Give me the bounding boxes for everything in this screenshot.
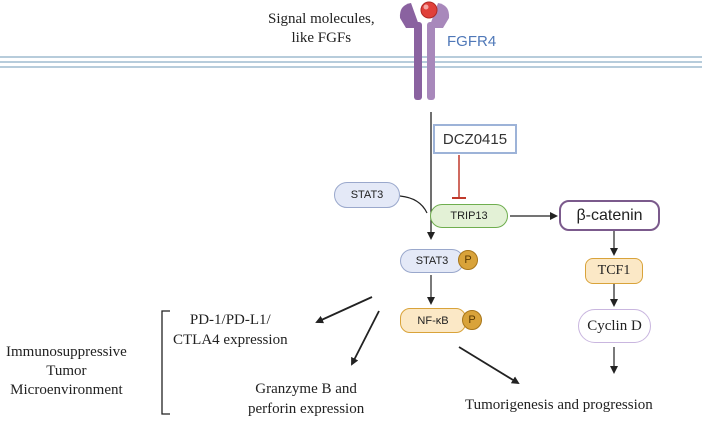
stat3-phospho-label: STAT3 [415,255,449,267]
tme-bracket [161,310,170,415]
nfkb-to-tumor-arrow [458,346,520,385]
tcf1-node: TCF1 [585,258,643,284]
nfkb-label: NF-κB [417,314,449,327]
nfkb-node: NF-κB [400,308,466,333]
trip13-label: TRIP13 [450,210,488,222]
dcz0415-label: DCZ0415 [442,130,508,148]
checkpoint-expression-label: PD-1/PD-L1/ CTLA4 expression [173,312,288,348]
tumorigenesis-label: Tumorigenesis and progression [465,397,653,413]
stat3p-to-checkpoint-arrow [315,296,373,324]
fgfr4-label: FGFR4 [447,33,497,50]
beta-catenin-label: β-catenin [576,206,643,224]
cyclin-d-node: Cyclin D [578,309,651,343]
trip13-node: TRIP13 [430,204,508,228]
stat3-label: STAT3 [350,189,384,201]
ligand-icon [420,1,438,19]
tcf1-label: TCF1 [597,263,631,278]
phospho-badge-stat3: P [458,250,478,270]
beta-catenin-node: β-catenin [559,200,660,231]
fgfr4-receptor-icon [399,1,450,100]
stat3p-to-granzyme-arrow [351,310,380,366]
stat3-phospho-node: STAT3 [400,249,464,273]
cyclin-d-label: Cyclin D [587,317,642,334]
immunosuppressive-tme-label: Immunosuppressive Tumor Microenvironment [6,344,127,398]
granzyme-expression-label: Granzyme B and perforin expression [248,381,365,417]
dcz0415-box: DCZ0415 [433,124,517,154]
signal-molecules-label: Signal molecules, like FGFs [268,11,375,46]
phospho-badge-nfkb: P [462,310,482,330]
stat3-to-trip13-curve [399,195,428,214]
stat3-node: STAT3 [334,182,400,208]
